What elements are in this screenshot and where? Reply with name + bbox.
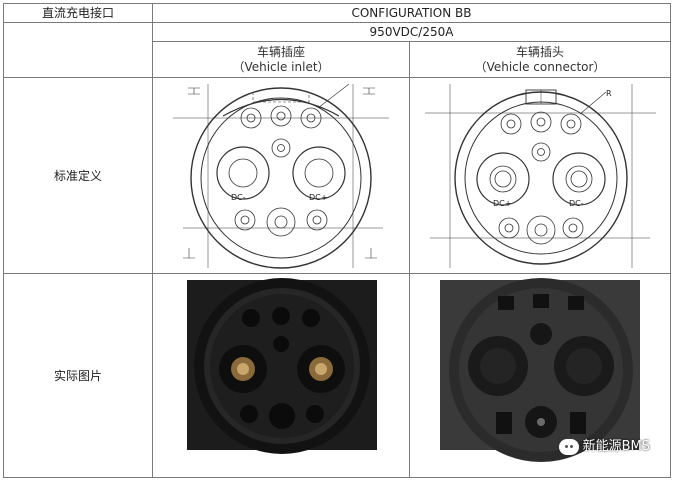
row-standard-label: 标准定义 [3,77,153,274]
connector-cn-label: 车辆插头 [515,44,564,59]
connector-diagram: R DC+ DC- [425,84,656,268]
connector-en-label: （Vehicle connector） [474,59,606,74]
inlet-header-cell: 车辆插座 （Vehicle inlet） [152,41,410,78]
inlet-photo-cell [152,273,410,478]
inlet-dc-plus-label: DC+ [309,193,327,202]
connector-radius-label: R [606,89,612,98]
inlet-diagram-cell: DC- DC+ [152,77,410,274]
watermark: 新能源BMS [558,439,650,455]
header-left-cell: 直流充电接口 [3,3,153,23]
connector-dc-plus-label: DC+ [493,199,511,208]
wechat-icon [558,439,579,455]
watermark-text: 新能源BMS [582,439,650,454]
connector-photo [410,274,670,477]
row-photo-label: 实际图片 [3,273,153,478]
connector-photo-cell: 新能源BMS [409,273,671,478]
rating-cell: 950VDC/250A [152,22,671,42]
connector-header-cell: 车辆插头 （Vehicle connector） [409,41,671,78]
connector-dc-minus-label: DC- [569,199,584,208]
header-left-empty [3,22,153,78]
connector-diagram-cell: R DC+ DC- [409,77,671,274]
spec-table: 直流充电接口 CONFIGURATION BB 950VDC/250A 车辆插座… [3,3,671,478]
inlet-cn-label: 车辆插座 [256,44,305,59]
config-title-cell: CONFIGURATION BB [152,3,671,23]
inlet-diagram: DC- DC+ [173,83,389,269]
inlet-dc-minus-label: DC- [231,193,246,202]
inlet-en-label: （Vehicle inlet） [232,59,330,74]
inlet-photo [153,274,409,477]
